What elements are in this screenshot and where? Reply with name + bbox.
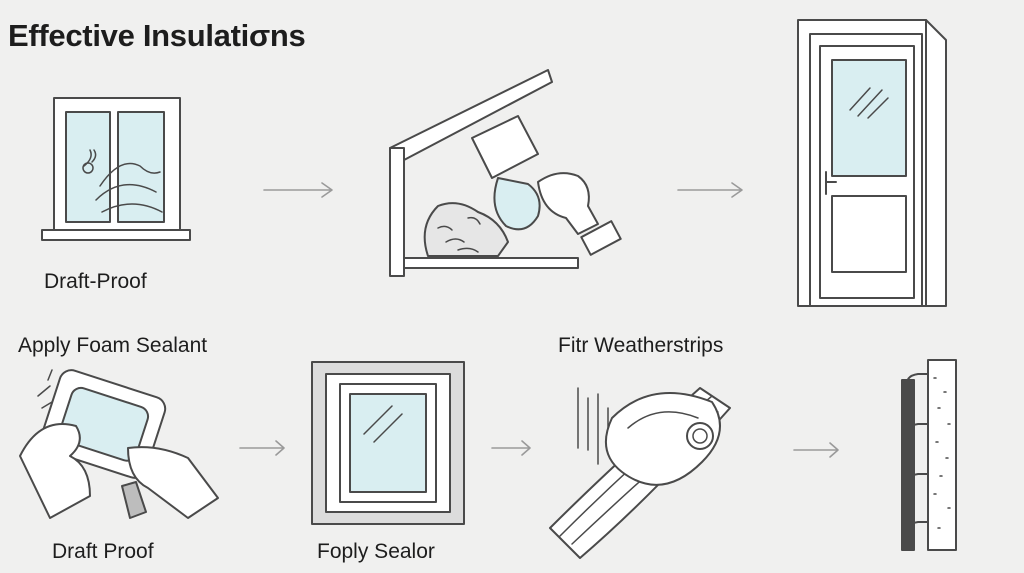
page-title: Effective Insulatiσns: [8, 18, 306, 53]
arrow-right-icon: [677, 182, 743, 198]
arrow-right-icon: [239, 440, 285, 456]
weatherstrip-roll-illustration: [549, 387, 731, 559]
caption-draft-proof-bottom: Draft Proof: [52, 540, 154, 563]
sealed-door-illustration: [797, 19, 947, 307]
sealed-window-frame-illustration: [311, 361, 465, 525]
caption-apply-foam-sealant: Apply Foam Sealant: [18, 334, 208, 357]
caption-draft-proof-top: Draft-Proof: [44, 270, 147, 293]
hand-applying-sealant-illustration: [19, 369, 219, 519]
drafty-window-illustration: [41, 97, 191, 241]
foam-spray-attic-illustration: [389, 69, 622, 277]
caption-fit-weatherstrips: Fitr Weatherstrips: [558, 334, 724, 357]
weatherstrip-section-illustration: [901, 359, 957, 551]
arrow-right-icon: [793, 442, 839, 458]
caption-foply-sealor: Foply Sealor: [317, 540, 435, 563]
arrow-right-icon: [491, 440, 531, 456]
arrow-right-icon: [263, 182, 333, 198]
